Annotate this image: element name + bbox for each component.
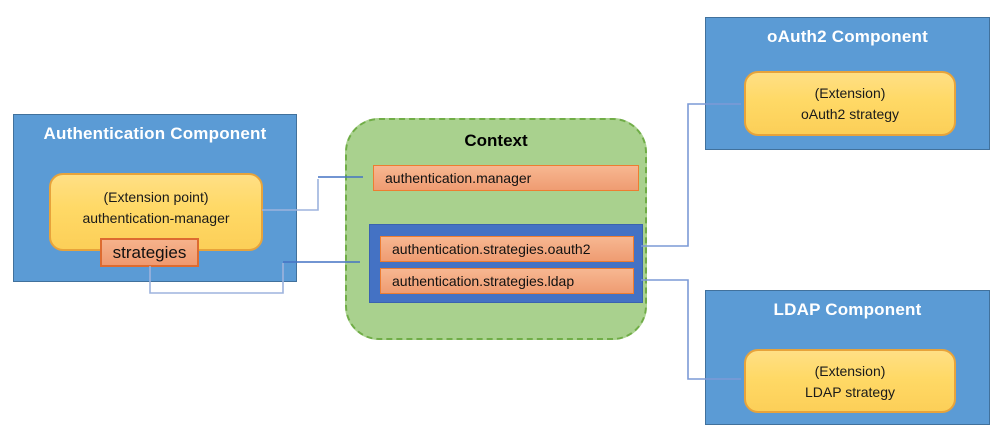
ldap-component: LDAP Component (Extension) LDAP strategy (705, 290, 990, 425)
authentication-component: Authentication Component (Extension poin… (13, 114, 297, 282)
oauth2-extension-box: (Extension) oAuth2 strategy (744, 71, 956, 136)
strategies-box: strategies (100, 238, 199, 267)
context-box: Context authentication.manager authentic… (345, 118, 647, 340)
oauth2-strategy-entry: authentication.strategies.oauth2 (380, 236, 634, 262)
extension-point-line1: (Extension point) (103, 189, 209, 205)
oauth2-component: oAuth2 Component (Extension) oAuth2 stra… (705, 17, 990, 150)
ldap-strategy-entry: authentication.strategies.ldap (380, 268, 634, 294)
context-title: Context (464, 131, 528, 150)
authentication-component-title: Authentication Component (43, 124, 267, 143)
strategies-container: authentication.strategies.oauth2 authent… (369, 224, 643, 303)
ldap-component-title: LDAP Component (773, 300, 922, 319)
ldap-extension-line1: (Extension) (814, 363, 886, 379)
ldap-extension-line2: LDAP strategy (804, 384, 895, 400)
extension-point-line2: authentication-manager (82, 210, 230, 226)
ldap-extension-box: (Extension) LDAP strategy (744, 349, 956, 413)
oauth2-extension-line1: (Extension) (814, 85, 886, 101)
oauth2-component-title: oAuth2 Component (767, 27, 928, 46)
authentication-manager-entry: authentication.manager (373, 165, 639, 191)
oauth2-extension-line2: oAuth2 strategy (800, 106, 900, 122)
